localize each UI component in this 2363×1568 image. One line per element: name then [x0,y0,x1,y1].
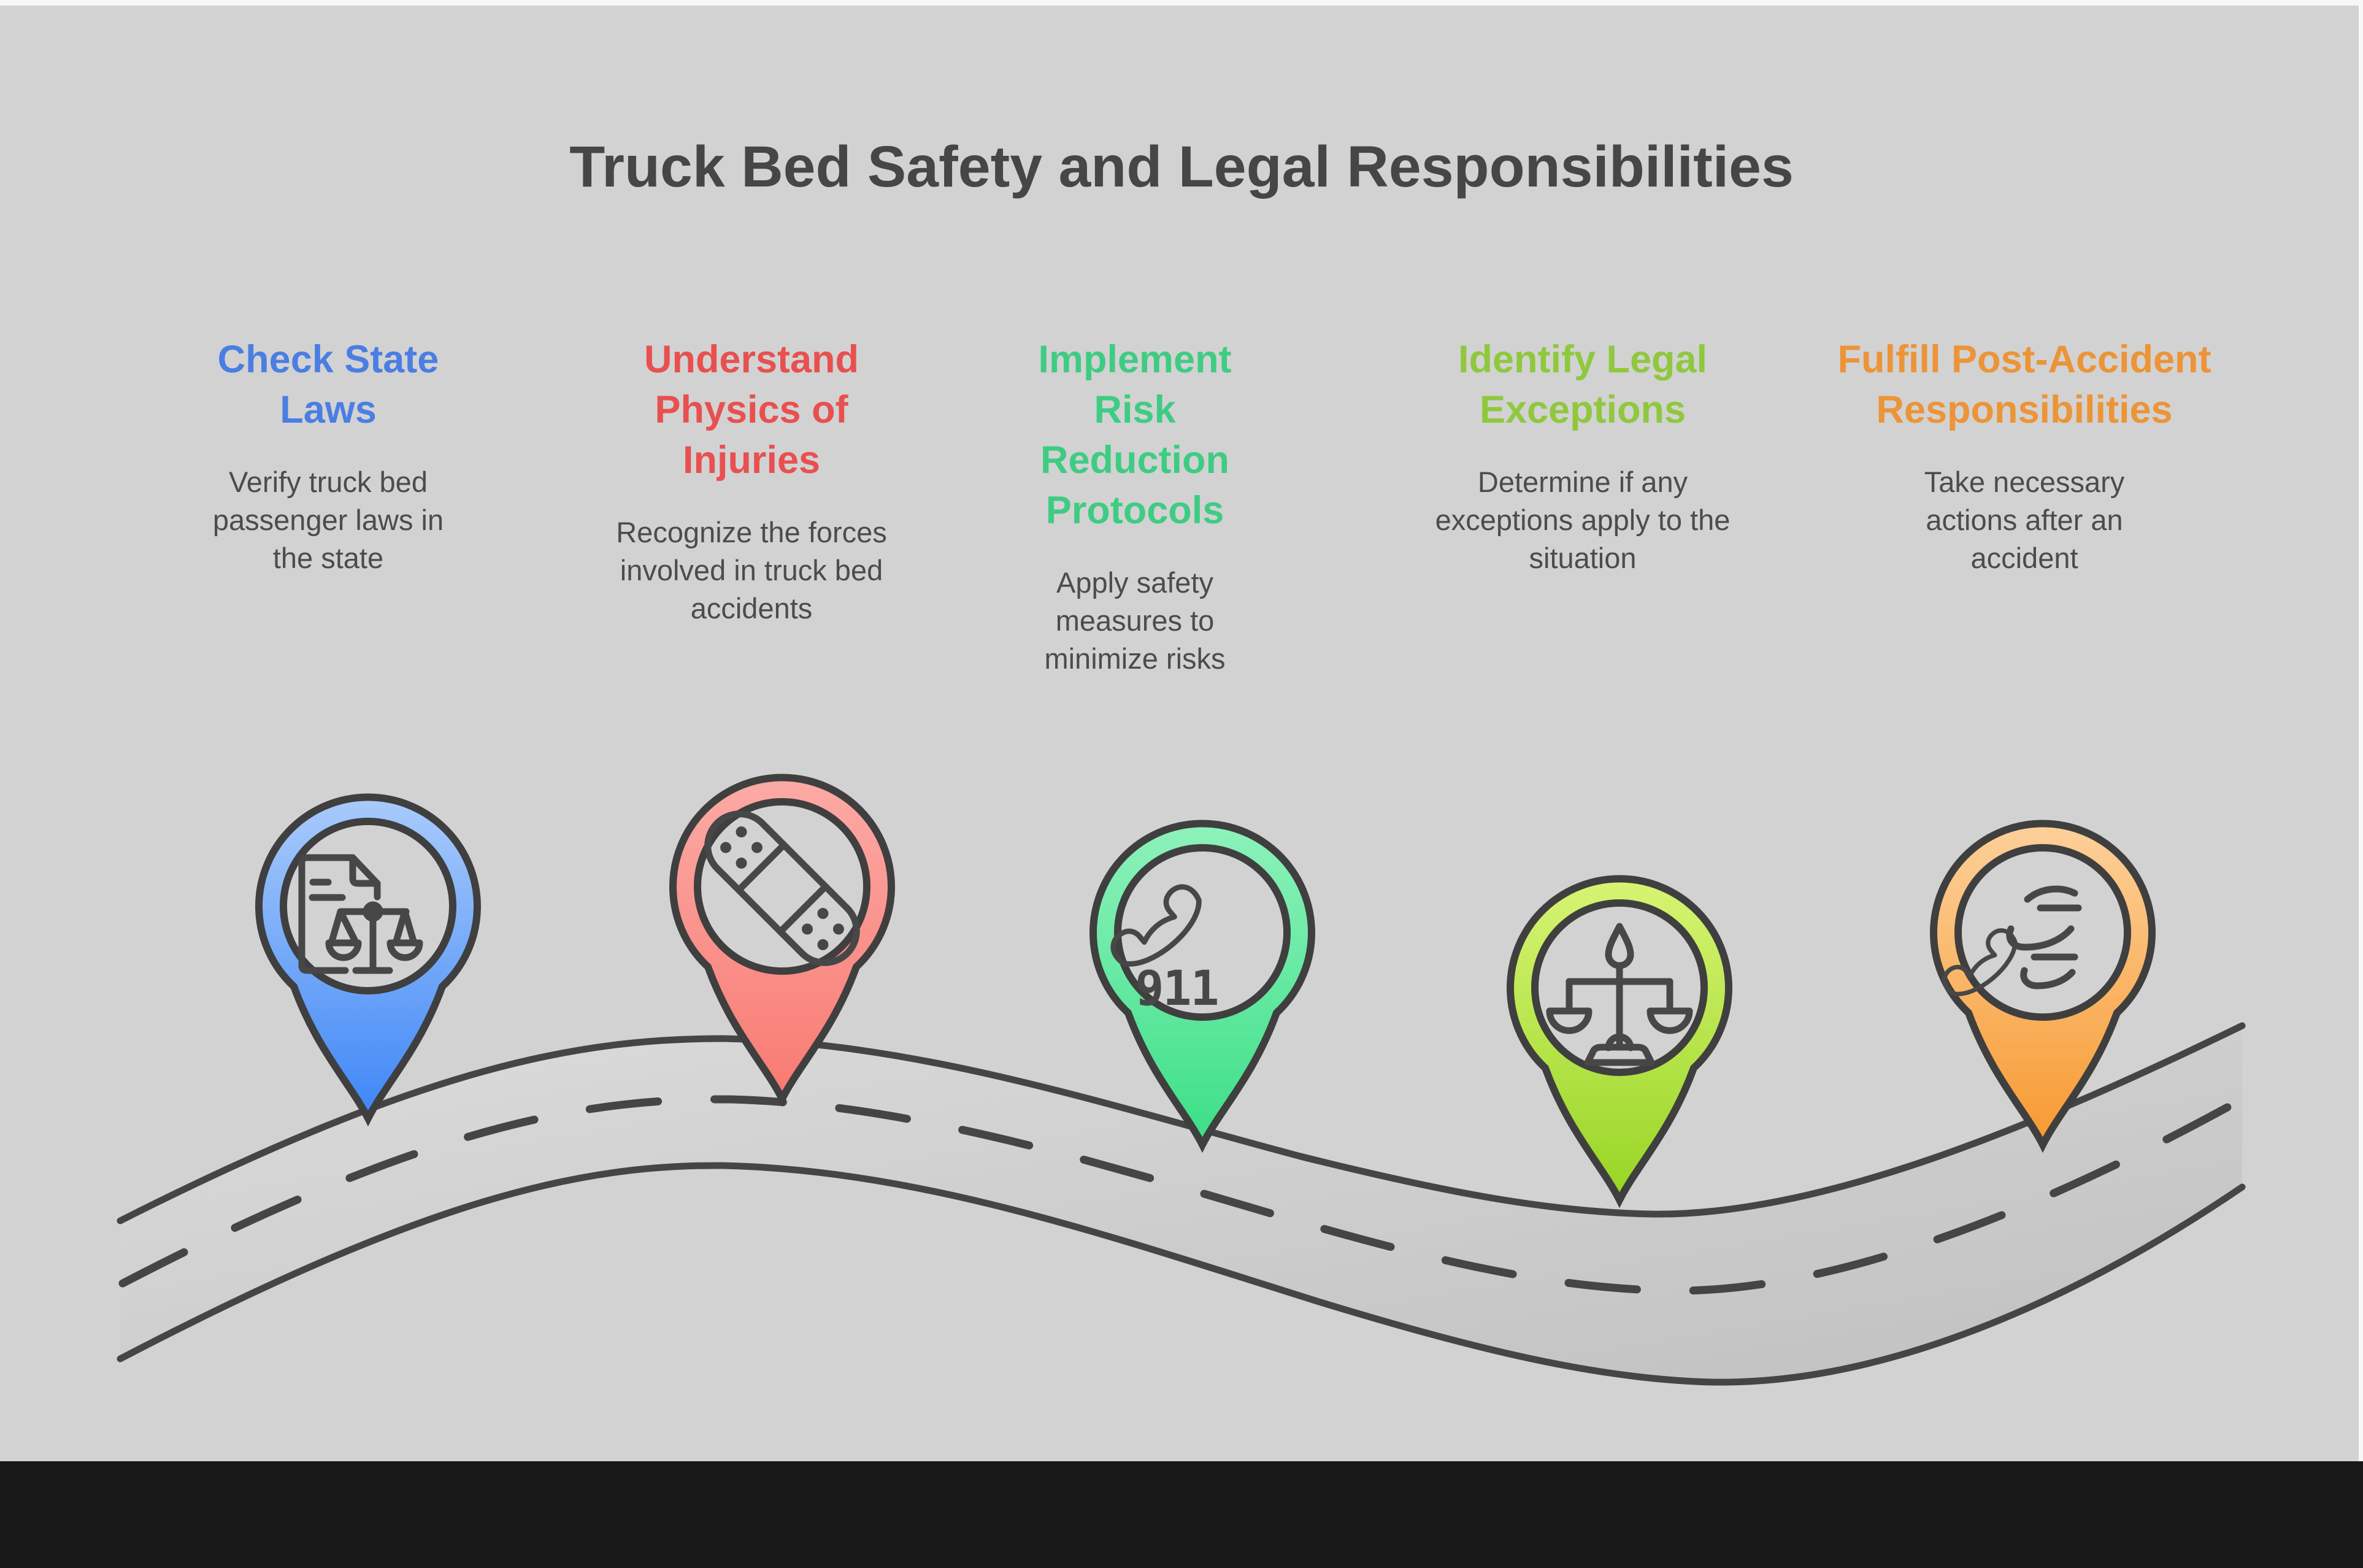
step-description: Apply safety measures to minimize risks [1044,566,1226,675]
step-column-check-state-laws: Check State Laws Verify truck bed passen… [196,334,460,577]
step-description: Determine if any exceptions apply to the… [1435,466,1731,574]
step-heading: Identify Legal Exceptions [1458,338,1708,431]
phone-motion-waves-icon [1942,885,2082,996]
step-column-risk-reduction: Implement Risk Reduction Protocols Apply… [1012,334,1258,678]
emergency-call-911-icon: 911 [1110,884,1219,1017]
step-column-post-accident: Fulfill Post-Accident Responsibilities T… [1834,334,2215,577]
road-center-dashed-line [118,1095,2237,1295]
911-label: 911 [1135,961,1218,1017]
pin-inner-circle [1954,844,2131,1021]
map-pin-legal-exceptions [1507,875,1732,1209]
map-pin-physics-of-injuries [669,774,895,1107]
justice-scales-icon [1546,923,1693,1066]
step-column-physics-of-injuries: Understand Physics of Injuries Recognize… [607,334,896,628]
step-heading: Check State Laws [217,338,439,431]
step-column-legal-exceptions: Identify Legal Exceptions Determine if a… [1417,334,1748,577]
road [117,1022,2246,1386]
top-edge-strip [0,0,2363,6]
pin-inner-circle [694,798,870,975]
bottom-black-bar [0,1461,2363,1568]
right-edge-strip [2359,0,2363,1461]
step-heading: Fulfill Post-Accident Responsibilities [1837,338,2211,431]
map-pin-check-state-laws [255,793,481,1127]
page-title: Truck Bed Safety and Legal Responsibilit… [569,134,1794,199]
bandage-icon [704,810,860,966]
step-heading: Implement Risk Reduction Protocols [1038,338,1232,532]
map-pin-risk-reduction: 911 [1089,820,1315,1153]
step-heading: Understand Physics of Injuries [644,338,859,482]
step-description: Verify truck bed passenger laws in the s… [212,466,444,574]
pin-inner-circle [1114,844,1291,1021]
step-description: Recognize the forces involved in truck b… [616,516,887,625]
map-pin-post-accident [1930,820,2156,1153]
legal-document-scales-icon [298,854,423,974]
road-top-edge [117,1022,2246,1224]
road-bottom-edge [117,1162,2246,1386]
step-description: Take necessary actions after an accident [1924,466,2125,574]
